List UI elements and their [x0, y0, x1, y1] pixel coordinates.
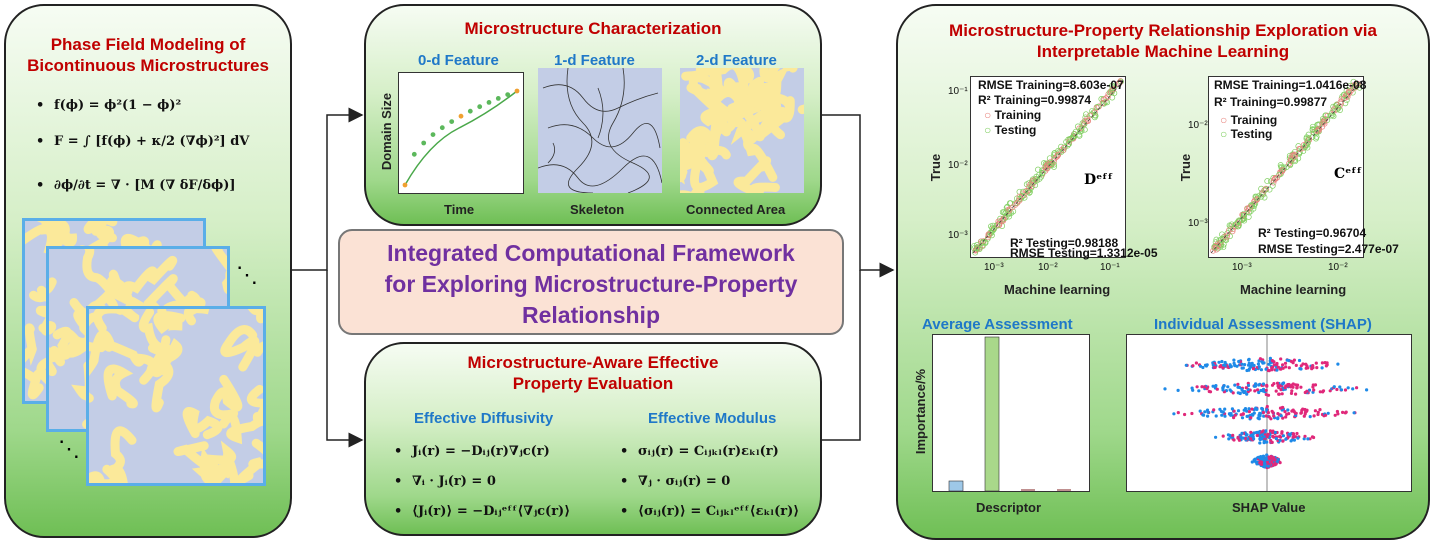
bar-1	[948, 480, 964, 491]
shap-value-label: SHAP Value	[1232, 500, 1306, 515]
p2-r2-test: R² Testing=0.96704	[1258, 226, 1367, 240]
connected-area-image	[680, 68, 804, 193]
p1-ylabel: True	[928, 153, 944, 182]
shap-beeswarm	[1126, 334, 1412, 492]
p1-legend-train: Training	[994, 108, 1042, 122]
shap-title: Individual Assessment (SHAP)	[1154, 316, 1372, 333]
microstructure-image-3	[86, 306, 266, 486]
p2-xt2: 10⁻²	[1328, 262, 1348, 273]
arrow-left-split-lower	[326, 270, 364, 448]
p2-xlabel: Machine learning	[1240, 282, 1347, 297]
eff-diff-eq: ⟨Jᵢ(r)⟩ = −Dᵢⱼᵉᶠᶠ⟨∇ⱼc(r)⟩	[412, 504, 571, 519]
bar-4	[1057, 489, 1071, 491]
bar-3	[1021, 489, 1035, 491]
ml-title: Microstructure-Property Relationship Exp…	[949, 21, 1377, 61]
cahn-hilliard-eq: ∂ϕ/∂t = ∇ · [M (∇ δF/δϕ)]	[54, 178, 236, 193]
skeleton-image	[538, 68, 662, 193]
p1-xlabel: Machine learning	[1004, 282, 1111, 297]
connected-area-label: Connected Area	[686, 202, 786, 217]
property-evaluation-panel: Microstructure-Aware Effective Property …	[364, 342, 822, 536]
arrow-left-split	[290, 107, 364, 271]
feature2-label: 2-d Feature	[696, 52, 777, 69]
framework-title-box: Integrated Computational Framework for E…	[338, 229, 844, 335]
p1-tag: Dᵉᶠᶠ	[1084, 172, 1114, 188]
avg-assessment-title: Average Assessment	[922, 316, 1073, 333]
p1-rmse-train: RMSE Training=8.603e-07	[978, 78, 1124, 92]
p1-legend-test: Testing	[994, 123, 1037, 137]
diffusivity-title: Effective Diffusivity	[414, 410, 554, 427]
modulus-title: Effective Modulus	[648, 410, 777, 427]
p1-yt3: 10⁻³	[948, 230, 968, 241]
functional-eq: F = ∫ [f(ϕ) + κ/2 (∇ϕ)²] dV	[54, 134, 250, 149]
p2-yt1: 10⁻²	[1188, 120, 1208, 131]
framework-title: Integrated Computational Framework for E…	[384, 240, 798, 328]
p2-yt2: 10⁻³	[1188, 218, 1208, 229]
flux-eq: Jᵢ(r) = −Dᵢⱼ(r)∇ⱼc(r)	[412, 444, 550, 459]
feature1-label: 1-d Feature	[554, 52, 635, 69]
p2-rmse-train: RMSE Training=1.0416e-08	[1214, 78, 1367, 92]
importance-label: Importance/%	[913, 368, 929, 455]
eff-mod-eq: ⟨σᵢⱼ(r)⟩ = Cᵢⱼₖₗᵉᶠᶠ⟨εₖₗ(r)⟩	[638, 504, 800, 519]
free-energy-eq: f(ϕ) = ϕ²(1 − ϕ)²	[54, 98, 182, 113]
div-stress-eq: ∇ⱼ · σᵢⱼ(r) = 0	[638, 474, 731, 489]
time-label: Time	[444, 202, 475, 217]
p2-legend-test: Testing	[1230, 127, 1273, 141]
p2-rmse-test: RMSE Testing=2.477e-07	[1258, 242, 1399, 256]
p2-r2-train: R² Training=0.99877	[1214, 95, 1328, 109]
domain-size-plot	[398, 72, 524, 194]
div-flux-eq: ∇ᵢ · Jᵢ(r) = 0	[412, 474, 496, 489]
p1-xt2: 10⁻²	[1038, 262, 1058, 273]
p1-r2-train: R² Training=0.99874	[978, 93, 1092, 107]
p1-yt1: 10⁻¹	[948, 86, 968, 97]
p1-xt1: 10⁻³	[984, 262, 1004, 273]
importance-bar-chart	[932, 334, 1090, 492]
dots-right: ⋱	[236, 262, 258, 287]
feature0-label: 0-d Feature	[418, 52, 499, 69]
p2-xt1: 10⁻³	[1232, 262, 1252, 273]
stress-eq: σᵢⱼ(r) = Cᵢⱼₖₗ(r)εₖₗ(r)	[638, 444, 779, 459]
p1-xt3: 10⁻¹	[1100, 262, 1120, 273]
p1-r2-test: R² Testing=0.98188	[1010, 236, 1119, 250]
property-evaluation-title: Microstructure-Aware Effective Property …	[467, 353, 719, 393]
p1-yt2: 10⁻²	[948, 160, 968, 171]
arrow-right-merge-lower	[820, 270, 861, 441]
dots-left: ⋱	[58, 436, 80, 461]
bar-2	[984, 336, 1000, 491]
domain-size-label: Domain Size	[379, 92, 395, 171]
characterization-title: Microstructure Characterization	[464, 19, 722, 38]
p1-rmse-test: RMSE Testing=1.3312e-05	[1010, 246, 1158, 260]
parity-plot-c	[1208, 76, 1364, 258]
arrow-right-merge	[820, 114, 895, 278]
skeleton-label: Skeleton	[570, 202, 625, 217]
p2-legend-train: Training	[1230, 113, 1278, 127]
descriptor-label: Descriptor	[976, 500, 1042, 515]
parity-plot-d	[970, 76, 1126, 258]
p2-tag: Cᵉᶠᶠ	[1334, 166, 1363, 182]
phase-field-title: Phase Field Modeling of Bicontinuous Mic…	[27, 35, 269, 75]
p2-ylabel: True	[1178, 153, 1194, 182]
